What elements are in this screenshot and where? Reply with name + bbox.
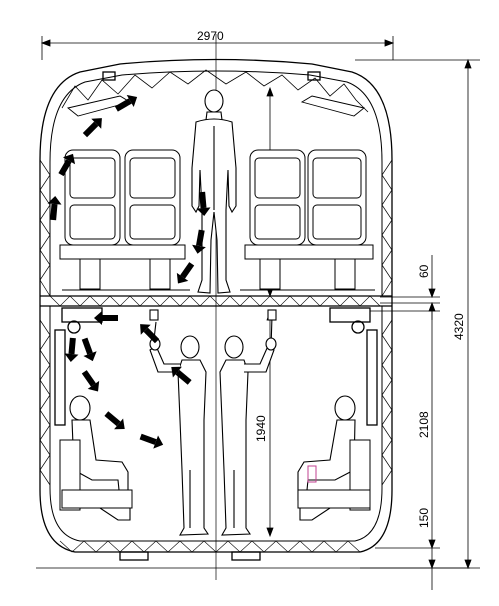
airflow-arrows xyxy=(47,94,211,449)
bottom-clearance-label: 150 xyxy=(417,508,431,528)
airflow-arrow xyxy=(81,337,97,362)
seated-person-lower-right xyxy=(297,395,371,521)
handle-marker xyxy=(307,465,317,483)
body-shell xyxy=(39,58,393,561)
overall-height-label: 4320 xyxy=(452,313,466,340)
standing-person-lower-left xyxy=(149,321,210,536)
standing-person-lower-right xyxy=(149,309,277,536)
standing-person-upper xyxy=(191,89,237,294)
airflow-arrow xyxy=(140,324,160,344)
lower-deck-height-label: 2108 xyxy=(417,411,431,438)
lower-standing-height-label: 1940 xyxy=(254,415,268,442)
upper-left-seats xyxy=(59,149,190,291)
upper-right-seats xyxy=(240,149,375,291)
airflow-arrow xyxy=(176,262,195,284)
floor-thickness-label: 60 xyxy=(417,264,431,278)
airflow-arrow xyxy=(114,94,138,112)
seated-person-lower-left xyxy=(59,395,133,521)
airflow-arrow xyxy=(196,191,211,216)
airflow-arrow xyxy=(139,433,164,449)
airflow-arrow xyxy=(64,337,79,362)
airflow-arrow xyxy=(94,311,118,325)
airflow-arrow xyxy=(58,153,76,177)
airflow-arrow xyxy=(47,196,62,221)
airflow-arrow xyxy=(171,366,192,385)
airflow-arrow xyxy=(192,229,206,254)
airflow-arrow xyxy=(81,370,100,392)
airflow-arrow xyxy=(104,411,125,430)
airflow-arrow xyxy=(82,118,102,138)
overall-width-label: 2970 xyxy=(197,29,224,43)
